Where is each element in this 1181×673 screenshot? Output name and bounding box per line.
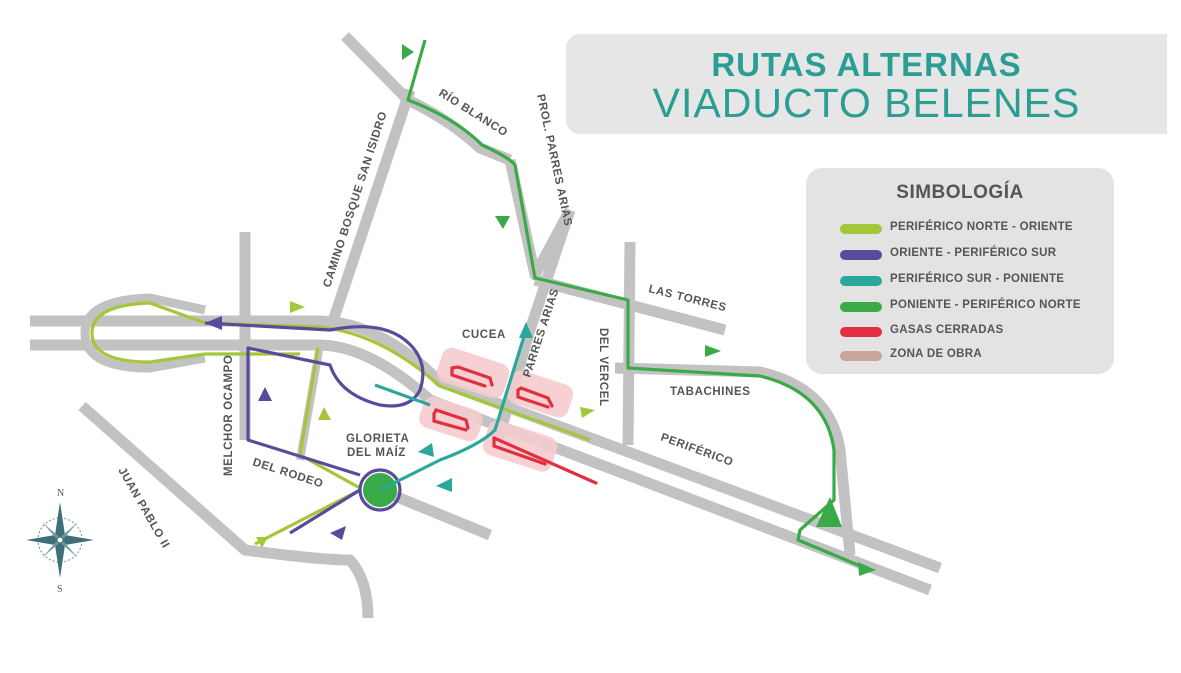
label-tabachines: TABACHINES	[670, 386, 751, 398]
legend-label: PERIFÉRICO SUR - PONIENTE	[890, 273, 1065, 285]
legend-panel: SIMBOLOGÍA PERIFÉRICO NORTE - ORIENTE OR…	[806, 168, 1114, 374]
road-tabachines	[614, 362, 856, 556]
label-glorieta-1: GLORIETA	[346, 433, 409, 445]
route-periferico-sur-poniente	[374, 329, 528, 492]
legend-label: ZONA DE OBRA	[890, 348, 982, 360]
purple-arrow-west	[205, 316, 222, 330]
road-parres-arias	[492, 208, 576, 442]
road-west-loop	[80, 293, 206, 373]
title-panel: RUTAS ALTERNAS VIADUCTO BELENES	[566, 34, 1167, 134]
green-arrow-connector	[318, 407, 331, 420]
dark-green-arrow-ramp	[816, 497, 842, 527]
label-glorieta-2: DEL MAÍZ	[347, 446, 406, 459]
label-melchor-ocampo: MELCHOR OCAMPO	[223, 355, 235, 476]
legend-swatch	[840, 327, 882, 337]
legend-item-periferico-sur-poniente: PERIFÉRICO SUR - PONIENTE	[824, 272, 1104, 290]
legend-item-periferico-norte-oriente: PERIFÉRICO NORTE - ORIENTE	[824, 220, 1104, 238]
route-poniente-periferico-norte	[406, 39, 871, 572]
legend-swatch	[840, 250, 882, 260]
closed-ramps	[432, 365, 598, 485]
teal-arrow-west1	[418, 443, 434, 457]
closed-ramps-zones	[419, 347, 574, 472]
dark-green-arrow-end	[858, 562, 876, 576]
dark-green-arrow-top	[402, 44, 414, 60]
compass-rose: N S	[26, 488, 94, 595]
dark-green-arrow-east	[705, 345, 721, 357]
road-juan-pablo	[78, 401, 374, 619]
legend-title: SIMBOLOGÍA	[896, 182, 1024, 203]
legend-item-zona-de-obra: ZONA DE OBRA	[824, 347, 1104, 365]
label-rio-blanco: RÍO BLANCO	[436, 87, 510, 140]
legend-label: ORIENTE - PERIFÉRICO SUR	[890, 247, 1057, 259]
title-viaducto-belenes: VIADUCTO BELENES	[652, 80, 1081, 126]
purple-arrow-north	[258, 387, 272, 401]
label-cucea: CUCEA	[462, 329, 506, 341]
road-periferico-south	[30, 339, 932, 596]
legend-item-poniente-periferico-norte: PONIENTE - PERIFÉRICO NORTE	[824, 298, 1104, 316]
purple-arrow-southwest	[330, 526, 346, 540]
dark-green-arrow-south	[495, 216, 510, 229]
title-rutas-alternas: RUTAS ALTERNAS	[711, 46, 1022, 83]
legend-swatch	[840, 224, 882, 234]
road-periferico-north	[30, 315, 942, 574]
teal-arrow-west2	[436, 478, 452, 492]
teal-arrow-north	[519, 322, 533, 338]
legend-item-oriente-periferico-sur: ORIENTE - PERIFÉRICO SUR	[824, 246, 1104, 264]
legend-label: PONIENTE - PERIFÉRICO NORTE	[890, 299, 1081, 311]
green-arrow-sw	[256, 537, 268, 548]
legend-swatch	[840, 302, 882, 312]
compass-star-icon	[55, 502, 65, 540]
road-camino-bosque	[324, 88, 416, 332]
compass-south: S	[57, 584, 63, 595]
route-oriente-periferico-sur	[204, 321, 425, 535]
legend-item-gasas-cerradas: GASAS CERRADAS	[824, 323, 1104, 341]
label-del-vercel: DEL VERCEL	[597, 328, 609, 407]
legend-label: PERIFÉRICO NORTE - ORIENTE	[890, 221, 1073, 233]
legend-label: GASAS CERRADAS	[890, 324, 1004, 336]
legend-swatch	[840, 276, 882, 286]
route-periferico-norte-oriente	[90, 301, 591, 546]
legend-swatch	[840, 351, 882, 361]
road-glorieta-se	[377, 484, 493, 541]
green-arrow-loop	[290, 301, 305, 313]
compass-north: N	[57, 488, 64, 499]
green-arrow-east	[580, 407, 595, 418]
